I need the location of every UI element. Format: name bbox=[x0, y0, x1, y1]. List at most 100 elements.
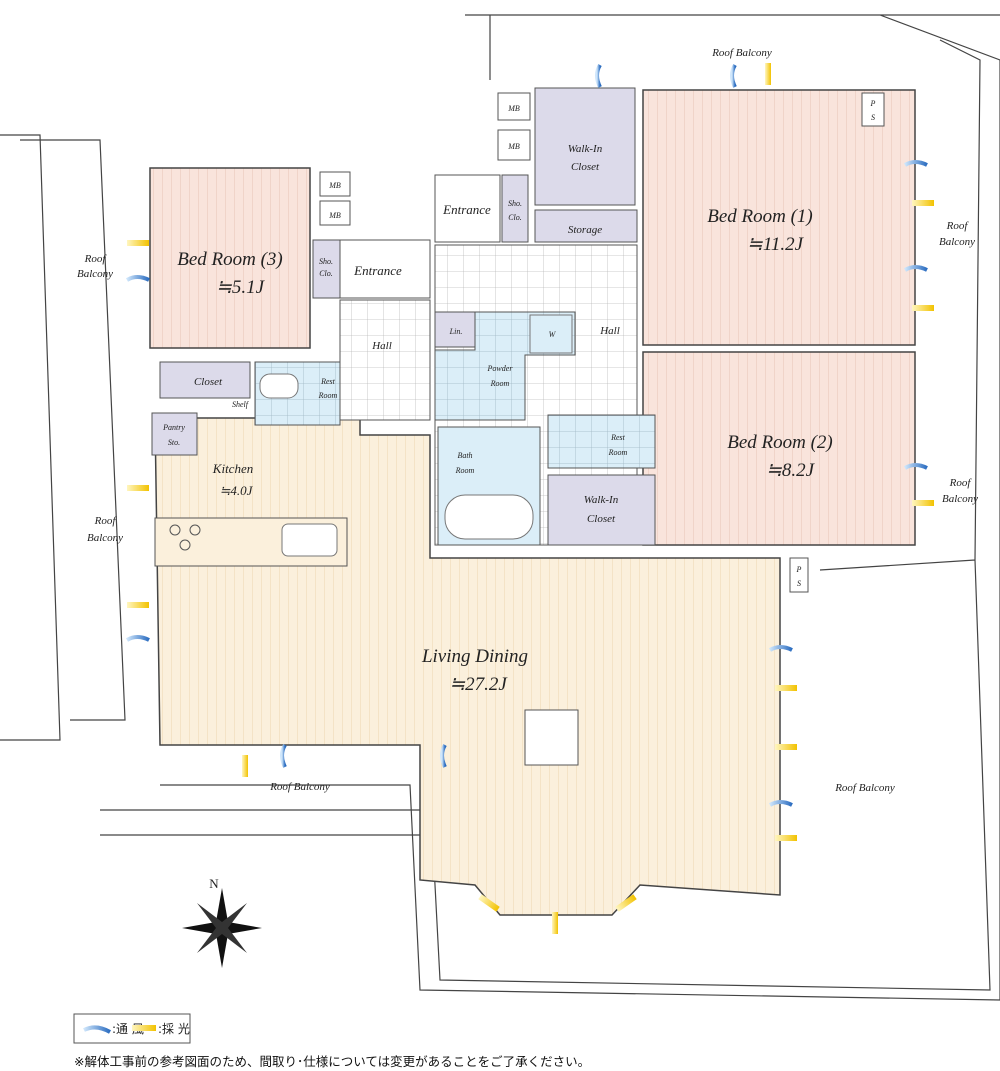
north-label: N bbox=[209, 876, 219, 891]
light-icon bbox=[912, 200, 934, 206]
living-dining-label: Living Dining bbox=[421, 646, 528, 667]
roof-balcony-label: Roof Balcony bbox=[711, 47, 772, 59]
roof-balcony-label: Roof bbox=[94, 515, 118, 527]
powder-room-label: Powder bbox=[487, 364, 514, 373]
roof-balcony-label: Roof bbox=[946, 220, 970, 232]
pantry-label: Sto. bbox=[168, 438, 180, 447]
pantry-label: Pantry bbox=[162, 423, 185, 432]
light-icon bbox=[127, 240, 149, 246]
sink-icon bbox=[281, 523, 338, 557]
storage-label: Storage bbox=[568, 224, 602, 236]
light-icon bbox=[478, 894, 500, 912]
closet-left bbox=[159, 361, 251, 399]
walk-in-closet-top bbox=[534, 87, 636, 206]
roof-balcony-label: Balcony bbox=[939, 236, 975, 248]
stove-icon bbox=[169, 524, 201, 551]
roof-balcony-label: Roof bbox=[949, 477, 973, 489]
mb-box-4 bbox=[497, 129, 531, 161]
light-legend-label: :採 光 bbox=[158, 1022, 190, 1036]
closet-label: Closet bbox=[194, 376, 223, 388]
hall-left-label: Hall bbox=[371, 340, 392, 352]
wind-icon bbox=[768, 800, 793, 807]
wind-icon bbox=[595, 63, 602, 88]
rest-room-label: Room bbox=[318, 391, 338, 400]
column bbox=[524, 709, 579, 766]
shoe-closet-label: Clo. bbox=[508, 213, 522, 222]
wind-icon bbox=[903, 265, 928, 272]
bath-room-label: Bath bbox=[457, 451, 472, 460]
roof-balcony-label: Roof Balcony bbox=[269, 781, 330, 793]
hall-left-floor bbox=[339, 299, 431, 421]
wind-icon bbox=[280, 743, 287, 768]
mb-label: MB bbox=[507, 104, 520, 113]
bed-room-2-size: ≒8.2J bbox=[766, 460, 816, 481]
roof-balcony-label: Balcony bbox=[942, 493, 978, 505]
ps-label: P bbox=[796, 565, 802, 574]
living-dining-size: ≒27.2J bbox=[449, 674, 508, 695]
rest-room-label: Rest bbox=[610, 433, 626, 442]
entrance-left-label: Entrance bbox=[353, 263, 402, 278]
mb-box-1 bbox=[319, 171, 351, 197]
linen-label: Lin. bbox=[449, 327, 463, 336]
light-icon bbox=[242, 755, 248, 777]
mb-label: MB bbox=[328, 211, 341, 220]
shoe-closet-label: Clo. bbox=[319, 269, 333, 278]
shoe-closet-right bbox=[501, 174, 529, 243]
rest-room-label: Room bbox=[608, 448, 628, 457]
roof-balcony-label: Balcony bbox=[87, 532, 123, 544]
roof-balcony-label: Roof Balcony bbox=[834, 782, 895, 794]
wind-icon bbox=[903, 463, 928, 470]
light-icon bbox=[775, 835, 797, 841]
hall-right-label: Hall bbox=[599, 325, 620, 337]
ps-label: P bbox=[870, 99, 876, 108]
entrance-left bbox=[339, 239, 431, 299]
light-legend-icon bbox=[132, 1025, 156, 1031]
light-icon bbox=[775, 744, 797, 750]
walk-in-closet-label: Walk-In bbox=[584, 494, 619, 506]
kitchen-label: Kitchen bbox=[212, 461, 253, 476]
ps-label: S bbox=[871, 113, 875, 122]
bed-room-3-floor bbox=[149, 167, 311, 349]
wind-icon bbox=[440, 743, 447, 768]
bath-room-label: Room bbox=[455, 466, 475, 475]
footnote: ※解体工事前の参考図面のため、間取り･仕様については変更があることをご了承くださ… bbox=[74, 1054, 590, 1069]
light-icon bbox=[912, 500, 934, 506]
balcony-outlines bbox=[0, 14, 1000, 1001]
rest-room-right bbox=[547, 414, 656, 469]
pantry-storage bbox=[151, 412, 198, 456]
entrance-right bbox=[434, 174, 501, 243]
light-icon bbox=[912, 305, 934, 311]
wind-icon bbox=[125, 635, 150, 642]
bed-room-1-label: Bed Room (1) bbox=[707, 206, 813, 227]
bathtub-icon bbox=[444, 494, 534, 540]
shoe-closet-label: Sho. bbox=[319, 257, 333, 266]
light-icon bbox=[775, 685, 797, 691]
light-icon bbox=[765, 63, 771, 85]
wind-icon bbox=[768, 645, 793, 652]
storage bbox=[534, 209, 638, 243]
powder-room-label: Room bbox=[490, 379, 510, 388]
bed-room-1-floor bbox=[642, 89, 916, 346]
wind-icon bbox=[730, 63, 737, 88]
walk-in-closet-label: Walk-In bbox=[568, 143, 603, 155]
wind-icon bbox=[903, 160, 928, 167]
wind-icon bbox=[125, 275, 150, 282]
ps-label: S bbox=[797, 579, 801, 588]
mb-box-3 bbox=[497, 92, 531, 121]
mb-label: MB bbox=[328, 181, 341, 190]
walk-in-closet-label: Closet bbox=[587, 513, 616, 525]
shoe-closet-left bbox=[312, 239, 341, 299]
washer-space bbox=[529, 314, 573, 354]
kitchen-size: ≒4.0J bbox=[220, 483, 254, 498]
washer-label: W bbox=[549, 330, 557, 339]
roof-balcony-label: Roof bbox=[84, 253, 108, 265]
bed-room-2-floor bbox=[642, 351, 916, 546]
walk-in-closet-bottom bbox=[547, 474, 656, 546]
ps-shaft-2 bbox=[789, 557, 809, 593]
light-icon bbox=[552, 912, 558, 934]
mb-box-2 bbox=[319, 200, 351, 226]
bed-room-2-label: Bed Room (2) bbox=[727, 432, 833, 453]
mb-label: MB bbox=[507, 142, 520, 151]
